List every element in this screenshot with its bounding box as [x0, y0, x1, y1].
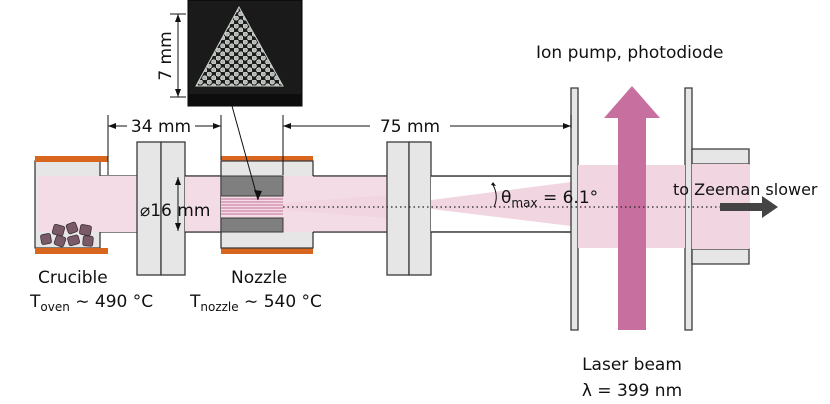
dist-left-label: 34 mm: [131, 117, 191, 137]
chamber-exit-flange: [691, 148, 750, 165]
ion-pump-label: Ion pump, photodiode: [536, 43, 724, 63]
dist-right-label: 75 mm: [380, 117, 440, 137]
nozzle-heater-top: [221, 156, 313, 162]
flange-2a: [386, 141, 410, 276]
laser-beam-arrow: [604, 86, 660, 330]
nozzle-label: Nozzle: [231, 268, 287, 288]
crucible-crystals: [40, 221, 94, 248]
oven-heater-bottom: [35, 248, 108, 254]
angle-label: θmax = 6.1°: [501, 188, 598, 210]
tube-link-1: [185, 176, 221, 232]
inset-pointer: [231, 105, 259, 201]
nozzle-temp-label: Tnozzle ∼ 540 °C: [189, 292, 322, 314]
laser-beam-label: Laser beam: [582, 355, 682, 375]
chamber-wall-right: [684, 87, 693, 331]
nozzle-block-bottom: [220, 217, 284, 233]
zeeman-label: to Zeeman slower: [673, 180, 818, 199]
diameter-label: ⌀16 mm: [140, 201, 210, 221]
zeeman-arrow: [720, 196, 778, 218]
nozzle-heater-bottom: [221, 248, 313, 254]
nozzle-block-top: [220, 175, 284, 197]
flange-2b: [408, 141, 432, 276]
chamber-wall-left: [570, 87, 579, 331]
nozzle-capillaries: [221, 198, 283, 215]
wavelength-label: λ = 399 nm: [582, 381, 682, 401]
flange-1a: [136, 141, 162, 276]
oven-temp-label: Toven ∼ 490 °C: [29, 292, 153, 314]
inset-height-label: 7 mm: [156, 31, 176, 80]
nozzle-inset: [187, 0, 303, 107]
crucible-label: Crucible: [38, 268, 108, 288]
angle-arc: [492, 184, 497, 208]
oven-heater-top: [35, 156, 108, 162]
